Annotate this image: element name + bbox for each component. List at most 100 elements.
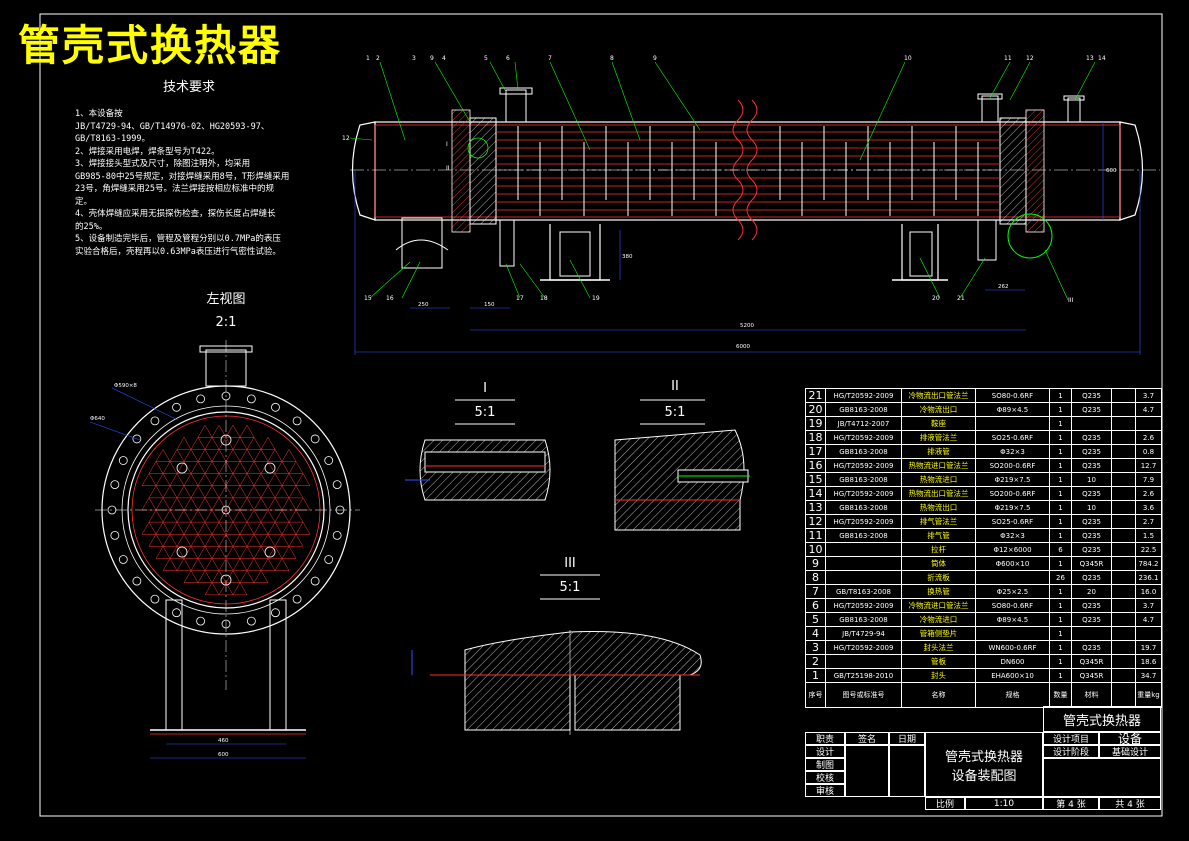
detail-I-label: I bbox=[483, 381, 487, 396]
tube-pitch-triangle bbox=[218, 485, 234, 499]
tube-pitch-triangle bbox=[260, 533, 276, 547]
bom-cell-weight: 2.7 bbox=[1135, 514, 1162, 529]
bom-cell-spec: Φ32×3 bbox=[975, 528, 1050, 543]
bom-cell-blank bbox=[1111, 528, 1136, 543]
bom-cell-name: 冷物流出口管法兰 bbox=[901, 388, 976, 403]
bom-cell-no: 18 bbox=[805, 430, 826, 445]
tube-pitch-triangle bbox=[267, 497, 283, 511]
bom-cell-spec: DN600 bbox=[975, 654, 1050, 669]
bom-cell-weight: 18.6 bbox=[1135, 654, 1162, 669]
bom-cell-material: Q235 bbox=[1071, 514, 1112, 529]
tube-pitch-triangle bbox=[211, 473, 227, 487]
bom-cell-material: Q235 bbox=[1071, 402, 1112, 417]
bom-cell-blank bbox=[1111, 388, 1136, 403]
bom-cell-spec: Φ600×10 bbox=[975, 556, 1050, 571]
bom-cell-material: 10 bbox=[1071, 500, 1112, 515]
bom-cell-name: 折流板 bbox=[901, 570, 976, 585]
tube-pitch-triangle bbox=[155, 473, 171, 487]
right-head bbox=[1119, 121, 1144, 221]
tube-pitch-triangle bbox=[295, 521, 311, 535]
bom-cell-spec: SO200-0.6RF bbox=[975, 486, 1050, 501]
bolt-hole bbox=[271, 402, 280, 412]
bom-cell-material: 10 bbox=[1071, 472, 1112, 487]
svg-text:4: 4 bbox=[442, 55, 446, 62]
svg-text:5200: 5200 bbox=[740, 323, 754, 329]
bom-cell-weight: 2.6 bbox=[1135, 486, 1162, 501]
svg-text:6000: 6000 bbox=[736, 344, 750, 350]
tube-pitch-triangle bbox=[225, 473, 241, 487]
bom-cell-code: JB/T4712-2007 bbox=[825, 416, 902, 431]
tube-pitch-triangle bbox=[155, 497, 171, 511]
bom-cell-spec: Φ219×7.5 bbox=[975, 500, 1050, 515]
tube-pitch-triangle bbox=[260, 509, 276, 523]
svg-text:Φ640: Φ640 bbox=[90, 416, 105, 422]
detail-II bbox=[614, 399, 750, 531]
bom-cell-code: GB8163-2008 bbox=[825, 528, 902, 543]
bom-cell-spec: Φ25×2.5 bbox=[975, 584, 1050, 599]
bom-cell-qty: 1 bbox=[1049, 640, 1072, 655]
bom-cell-spec: Φ12×6000 bbox=[975, 542, 1050, 557]
bolt-hole bbox=[324, 555, 334, 564]
bom-cell-no: 8 bbox=[805, 570, 826, 585]
tube-pitch-triangle bbox=[239, 424, 255, 438]
bolt-hole bbox=[150, 416, 160, 426]
bom-cell-no: 2 bbox=[805, 654, 826, 669]
bolt-hole bbox=[172, 608, 181, 618]
bom-cell-no: 15 bbox=[805, 472, 826, 487]
bom-cell-code: HG/T20592-2009 bbox=[825, 514, 902, 529]
bom-cell-name: 拉杆 bbox=[901, 542, 976, 557]
bolt-hole bbox=[271, 608, 280, 618]
tube-pitch-triangle bbox=[274, 461, 290, 474]
tube-pitch-triangle bbox=[281, 448, 297, 462]
svg-text:12: 12 bbox=[1026, 55, 1034, 62]
tube-pitch-triangle bbox=[204, 485, 220, 499]
bom-header-row: 序号图号或标准号名称规格数量材料重量kg bbox=[805, 682, 1162, 708]
bom-cell-material: Q235 bbox=[1071, 486, 1112, 501]
bom-cell-spec bbox=[975, 416, 1050, 431]
bom-header-name: 名称 bbox=[901, 682, 976, 708]
svg-text:21: 21 bbox=[957, 295, 965, 302]
bom-cell-code bbox=[825, 542, 902, 557]
tube-pitch-triangle bbox=[239, 570, 255, 583]
tube-pitch-triangle bbox=[225, 448, 241, 462]
bom-cell-blank bbox=[1111, 542, 1136, 557]
left-view-label: 左视图 bbox=[206, 292, 246, 307]
bom-cell-material: Q235 bbox=[1071, 542, 1112, 557]
bom-cell-spec: SO25-0.6RF bbox=[975, 430, 1050, 445]
tb-sheet-no: 第 4 张 bbox=[1043, 797, 1099, 810]
bom-cell-no: 10 bbox=[805, 542, 826, 557]
svg-text:17: 17 bbox=[516, 295, 524, 302]
svg-text:19: 19 bbox=[592, 295, 600, 302]
svg-text:460: 460 bbox=[218, 738, 229, 744]
svg-text:12: 12 bbox=[342, 135, 350, 142]
svg-text:8: 8 bbox=[610, 55, 614, 62]
bom-cell-qty: 26 bbox=[1049, 570, 1072, 585]
bom-cell-spec: Φ32×3 bbox=[975, 444, 1050, 459]
bom-cell-spec: SO80-0.6RF bbox=[975, 598, 1050, 613]
bom-cell-material: Q235 bbox=[1071, 640, 1112, 655]
tube-pitch-triangle bbox=[239, 448, 255, 462]
svg-text:16: 16 bbox=[386, 295, 394, 302]
svg-text:262: 262 bbox=[998, 284, 1009, 290]
svg-text:6: 6 bbox=[506, 55, 510, 62]
tube-pitch-triangle bbox=[239, 521, 255, 535]
tech-req-line: 5、设备制造完毕后，管程及管程分别以0.7MPa的表压 bbox=[75, 234, 281, 244]
detail-I bbox=[405, 399, 551, 501]
bom-cell-qty: 1 bbox=[1049, 612, 1072, 627]
main-title: 管壳式换热器 bbox=[18, 21, 283, 70]
tube-pitch-triangle bbox=[253, 497, 269, 511]
tube-pitch-triangle bbox=[239, 497, 255, 511]
tube-pitch-triangle bbox=[176, 533, 192, 547]
tube-pitch-triangle bbox=[281, 545, 297, 559]
tube-pitch-triangle bbox=[274, 533, 290, 547]
bom-cell-no: 9 bbox=[805, 556, 826, 571]
bom-cell-name: 冷物流进口管法兰 bbox=[901, 598, 976, 613]
bom-cell-material bbox=[1071, 626, 1112, 641]
bom-cell-material: Q235 bbox=[1071, 570, 1112, 585]
bom-cell-blank bbox=[1111, 584, 1136, 599]
nozzle-cold-inlet bbox=[505, 89, 527, 123]
nozzle-vent bbox=[1067, 97, 1081, 123]
tube-pitch-triangle bbox=[190, 461, 206, 474]
